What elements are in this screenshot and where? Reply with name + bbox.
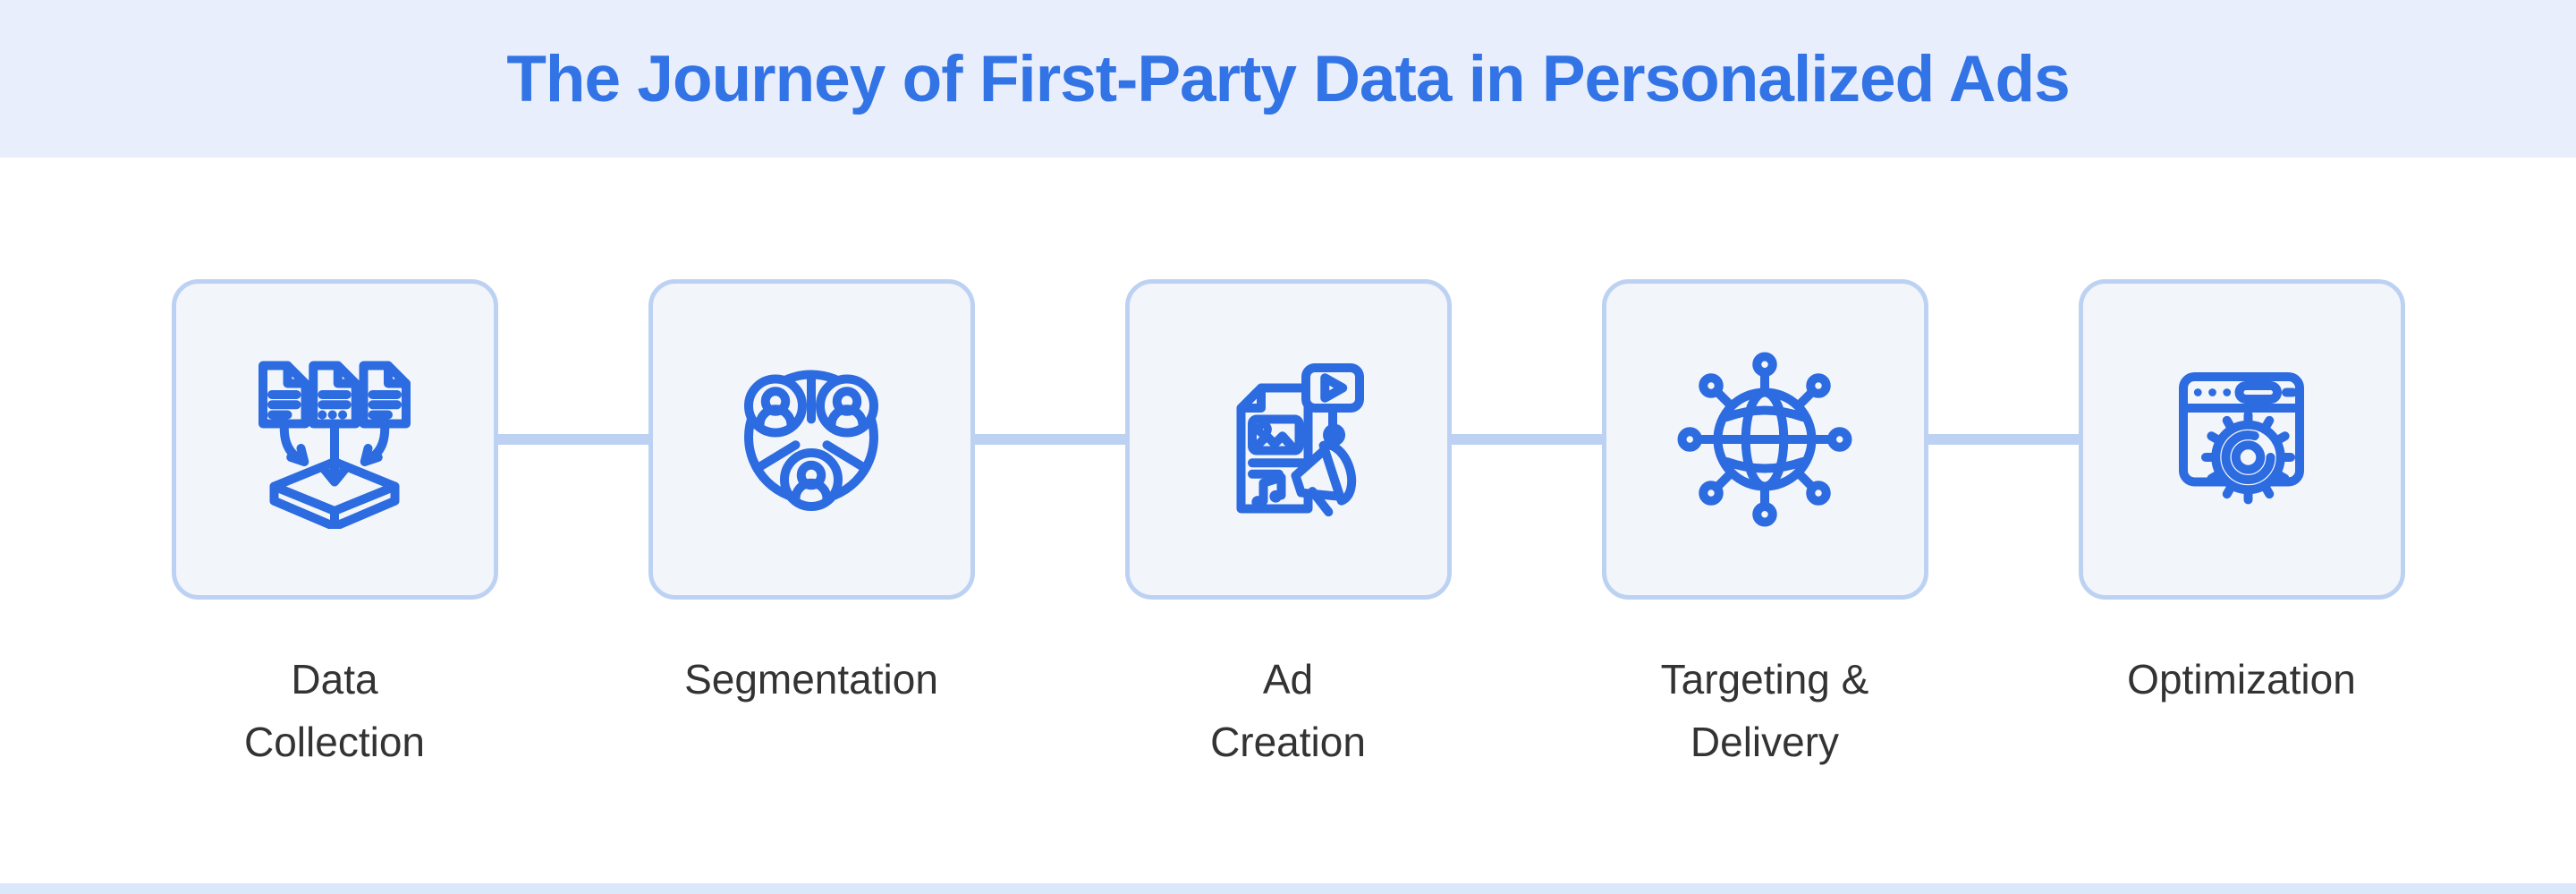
step-label-line: Segmentation [684, 656, 938, 702]
step-card [1601, 279, 1928, 600]
connector-line [497, 434, 648, 445]
step-card [1124, 279, 1452, 600]
step-targeting-delivery: Targeting & Delivery [1601, 279, 1928, 773]
steps-row: Data Collection [0, 279, 2576, 773]
step-label-line: Ad [1262, 656, 1314, 702]
connector-line [974, 434, 1125, 445]
page-title: The Journey of First-Party Data in Perso… [506, 42, 2070, 115]
step-label-line: Creation [1210, 719, 1366, 765]
step-segmentation: Segmentation [648, 279, 975, 711]
step-label: Ad Creation [1210, 648, 1366, 773]
ad-creation-icon [1236, 363, 1364, 517]
step-card [648, 279, 975, 600]
step-label-line: Optimization [2127, 656, 2356, 702]
footer-band [0, 883, 2576, 894]
step-optimization: Optimization [2078, 279, 2405, 711]
header-band: The Journey of First-Party Data in Perso… [0, 0, 2576, 158]
targeting-delivery-icon [1677, 352, 1852, 527]
step-ad-creation: Ad Creation [1124, 279, 1452, 773]
segmentation-icon [744, 370, 878, 511]
step-label-line: Delivery [1690, 719, 1840, 765]
step-label-line: Targeting & [1660, 656, 1869, 702]
step-label: Optimization [2127, 648, 2356, 711]
step-label: Targeting & Delivery [1661, 648, 1869, 773]
step-label-line: Data [291, 656, 378, 702]
step-card [2078, 279, 2405, 600]
step-data-collection: Data Collection [171, 279, 498, 773]
step-label-line: Collection [244, 719, 425, 765]
connector-line [1451, 434, 1602, 445]
optimization-icon [2179, 372, 2304, 505]
step-label: Segmentation [684, 648, 938, 711]
data-collection-icon [258, 361, 411, 529]
connector-line [1928, 434, 2079, 445]
step-label: Data Collection [244, 648, 425, 773]
step-card [171, 279, 498, 600]
